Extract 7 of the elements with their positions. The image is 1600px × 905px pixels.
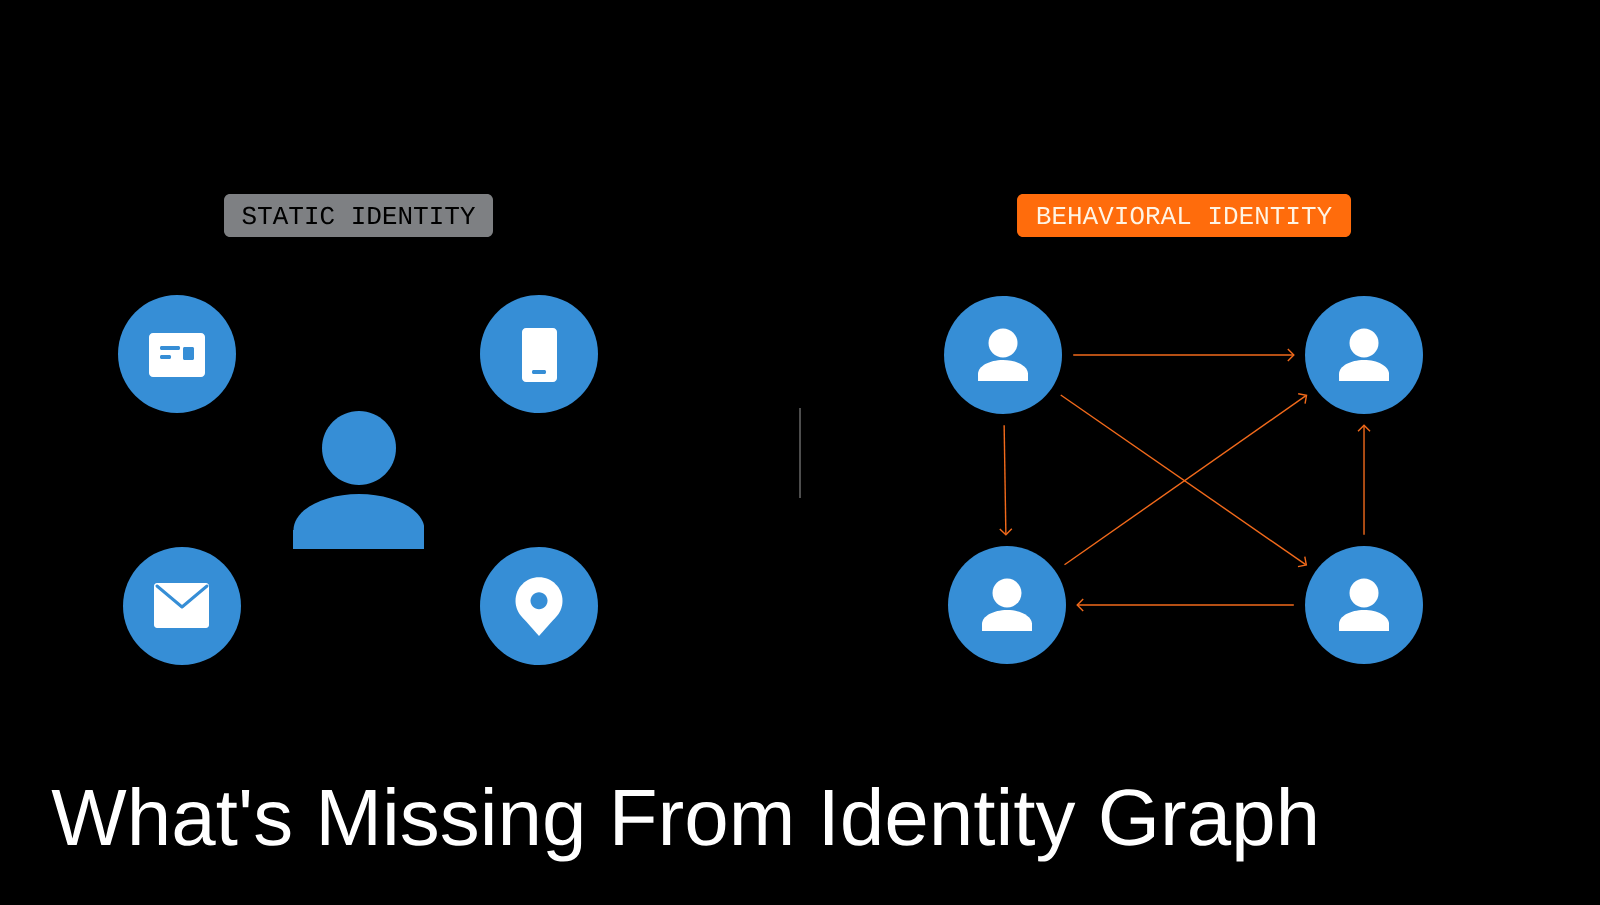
title: What's Missing From Identity Graph	[51, 787, 1315, 862]
label-tag: BEHAVIORAL IDENTITY	[1017, 194, 1351, 237]
arrow	[999, 424, 1013, 536]
arrow	[1076, 598, 1295, 612]
label-tag: STATIC IDENTITY	[224, 194, 493, 237]
arrow	[1072, 348, 1295, 362]
arrow	[1357, 424, 1371, 536]
